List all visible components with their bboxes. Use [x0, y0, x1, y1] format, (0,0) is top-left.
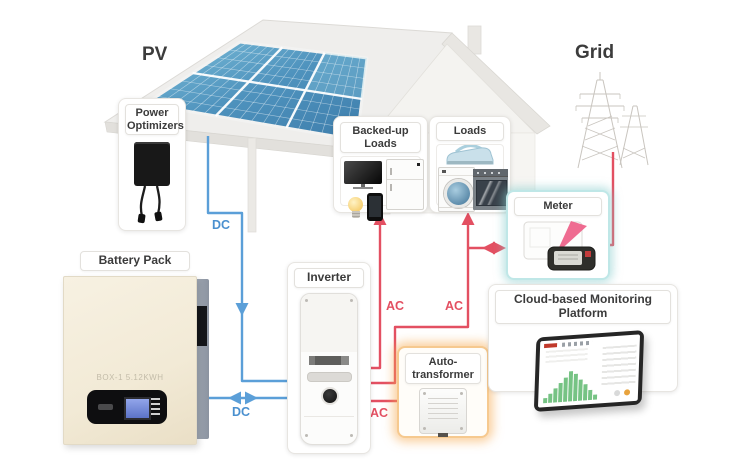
- grid-label: Grid: [575, 42, 615, 63]
- meter-card: Meter: [506, 190, 610, 280]
- oven-icon: [473, 168, 508, 210]
- pv-label: PV: [142, 44, 168, 65]
- arrow-up-icon: [461, 212, 475, 225]
- battery-model-text: BOX-1 5.12KWH: [96, 373, 164, 382]
- battery-vent: [196, 306, 207, 346]
- battery-pack-image: BOX-1 5.12KWH: [63, 276, 209, 445]
- ac-line-inverter-to-loads: [357, 218, 470, 385]
- power-optimizers-card: Power Optimizers: [118, 98, 186, 231]
- cloud-monitoring-image: [489, 327, 677, 412]
- roof-post: [247, 137, 257, 233]
- optimizer-cables-icon: [137, 186, 163, 224]
- power-optimizers-label: Power Optimizers: [125, 104, 184, 136]
- cloud-monitoring-label: Cloud-based Monitoring Platform: [495, 290, 671, 324]
- dc-arrowheads: [228, 303, 258, 405]
- dc-label-pv: DC: [212, 218, 231, 232]
- battery-lcd-screen: [124, 397, 151, 420]
- arrow-left-icon: [228, 391, 241, 405]
- meter-dial-fan: [556, 220, 587, 254]
- auto-transformer-image: [419, 388, 467, 438]
- battery-buttons: [151, 398, 160, 416]
- ac-label-auto-transformer: AC: [370, 406, 389, 420]
- arrow-down-icon: [235, 303, 249, 316]
- backed-up-loads-icons: [340, 156, 424, 222]
- ac-arrowheads: [373, 212, 506, 255]
- solar-panel-array: [143, 40, 369, 142]
- backed-up-loads-label: Backed-up Loads: [340, 122, 421, 154]
- refrigerator-icon: [386, 159, 424, 211]
- battery-pack-label: Battery Pack: [80, 251, 190, 271]
- inverter-label: Inverter: [294, 268, 364, 288]
- grid-towers-icon: [575, 72, 649, 169]
- meter-image: [512, 219, 604, 278]
- loads-icons: [436, 143, 508, 212]
- tablet-device-icon: [367, 193, 383, 222]
- ac-line-grid-to-meter: [610, 152, 615, 247]
- auto-transformer-label: Auto- transformer: [405, 353, 481, 385]
- battery-logo: [98, 404, 113, 410]
- inverter-knob: [321, 386, 339, 405]
- power-optimizer-icon: [134, 142, 170, 187]
- iron-icon: [446, 144, 494, 165]
- light-bulb-icon: [348, 197, 363, 219]
- arrow-left-icon: [482, 241, 495, 255]
- loads-label: Loads: [436, 122, 504, 141]
- inverter-vent: [307, 371, 352, 382]
- arrow-right-icon: [493, 241, 506, 255]
- inverter-display: [309, 355, 349, 365]
- ac-label-backed-up: AC: [386, 299, 405, 313]
- battery-front: BOX-1 5.12KWH: [63, 276, 197, 445]
- auto-transformer-card: Auto- transformer: [397, 346, 489, 438]
- tv-icon: [344, 161, 382, 190]
- washing-machine-icon: [438, 166, 475, 212]
- loads-card: Loads: [429, 116, 511, 213]
- cloud-monitoring-card: Cloud-based Monitoring Platform: [488, 284, 678, 412]
- battery-display: [87, 390, 167, 424]
- roof-right-slope: [441, 32, 551, 135]
- dc-line-pv-to-inverter: [206, 136, 301, 383]
- backed-up-loads-card: Backed-up Loads: [333, 116, 428, 222]
- tablet-dashboard-icon: [533, 329, 645, 412]
- ac-label-loads: AC: [445, 299, 464, 313]
- inverter-card: Inverter: [287, 262, 371, 454]
- meter-label: Meter: [514, 197, 602, 216]
- inverter-image: [300, 292, 358, 445]
- arrow-right-icon: [245, 391, 258, 405]
- dashboard-bar-chart: [543, 365, 598, 403]
- dc-label-battery: DC: [232, 405, 251, 419]
